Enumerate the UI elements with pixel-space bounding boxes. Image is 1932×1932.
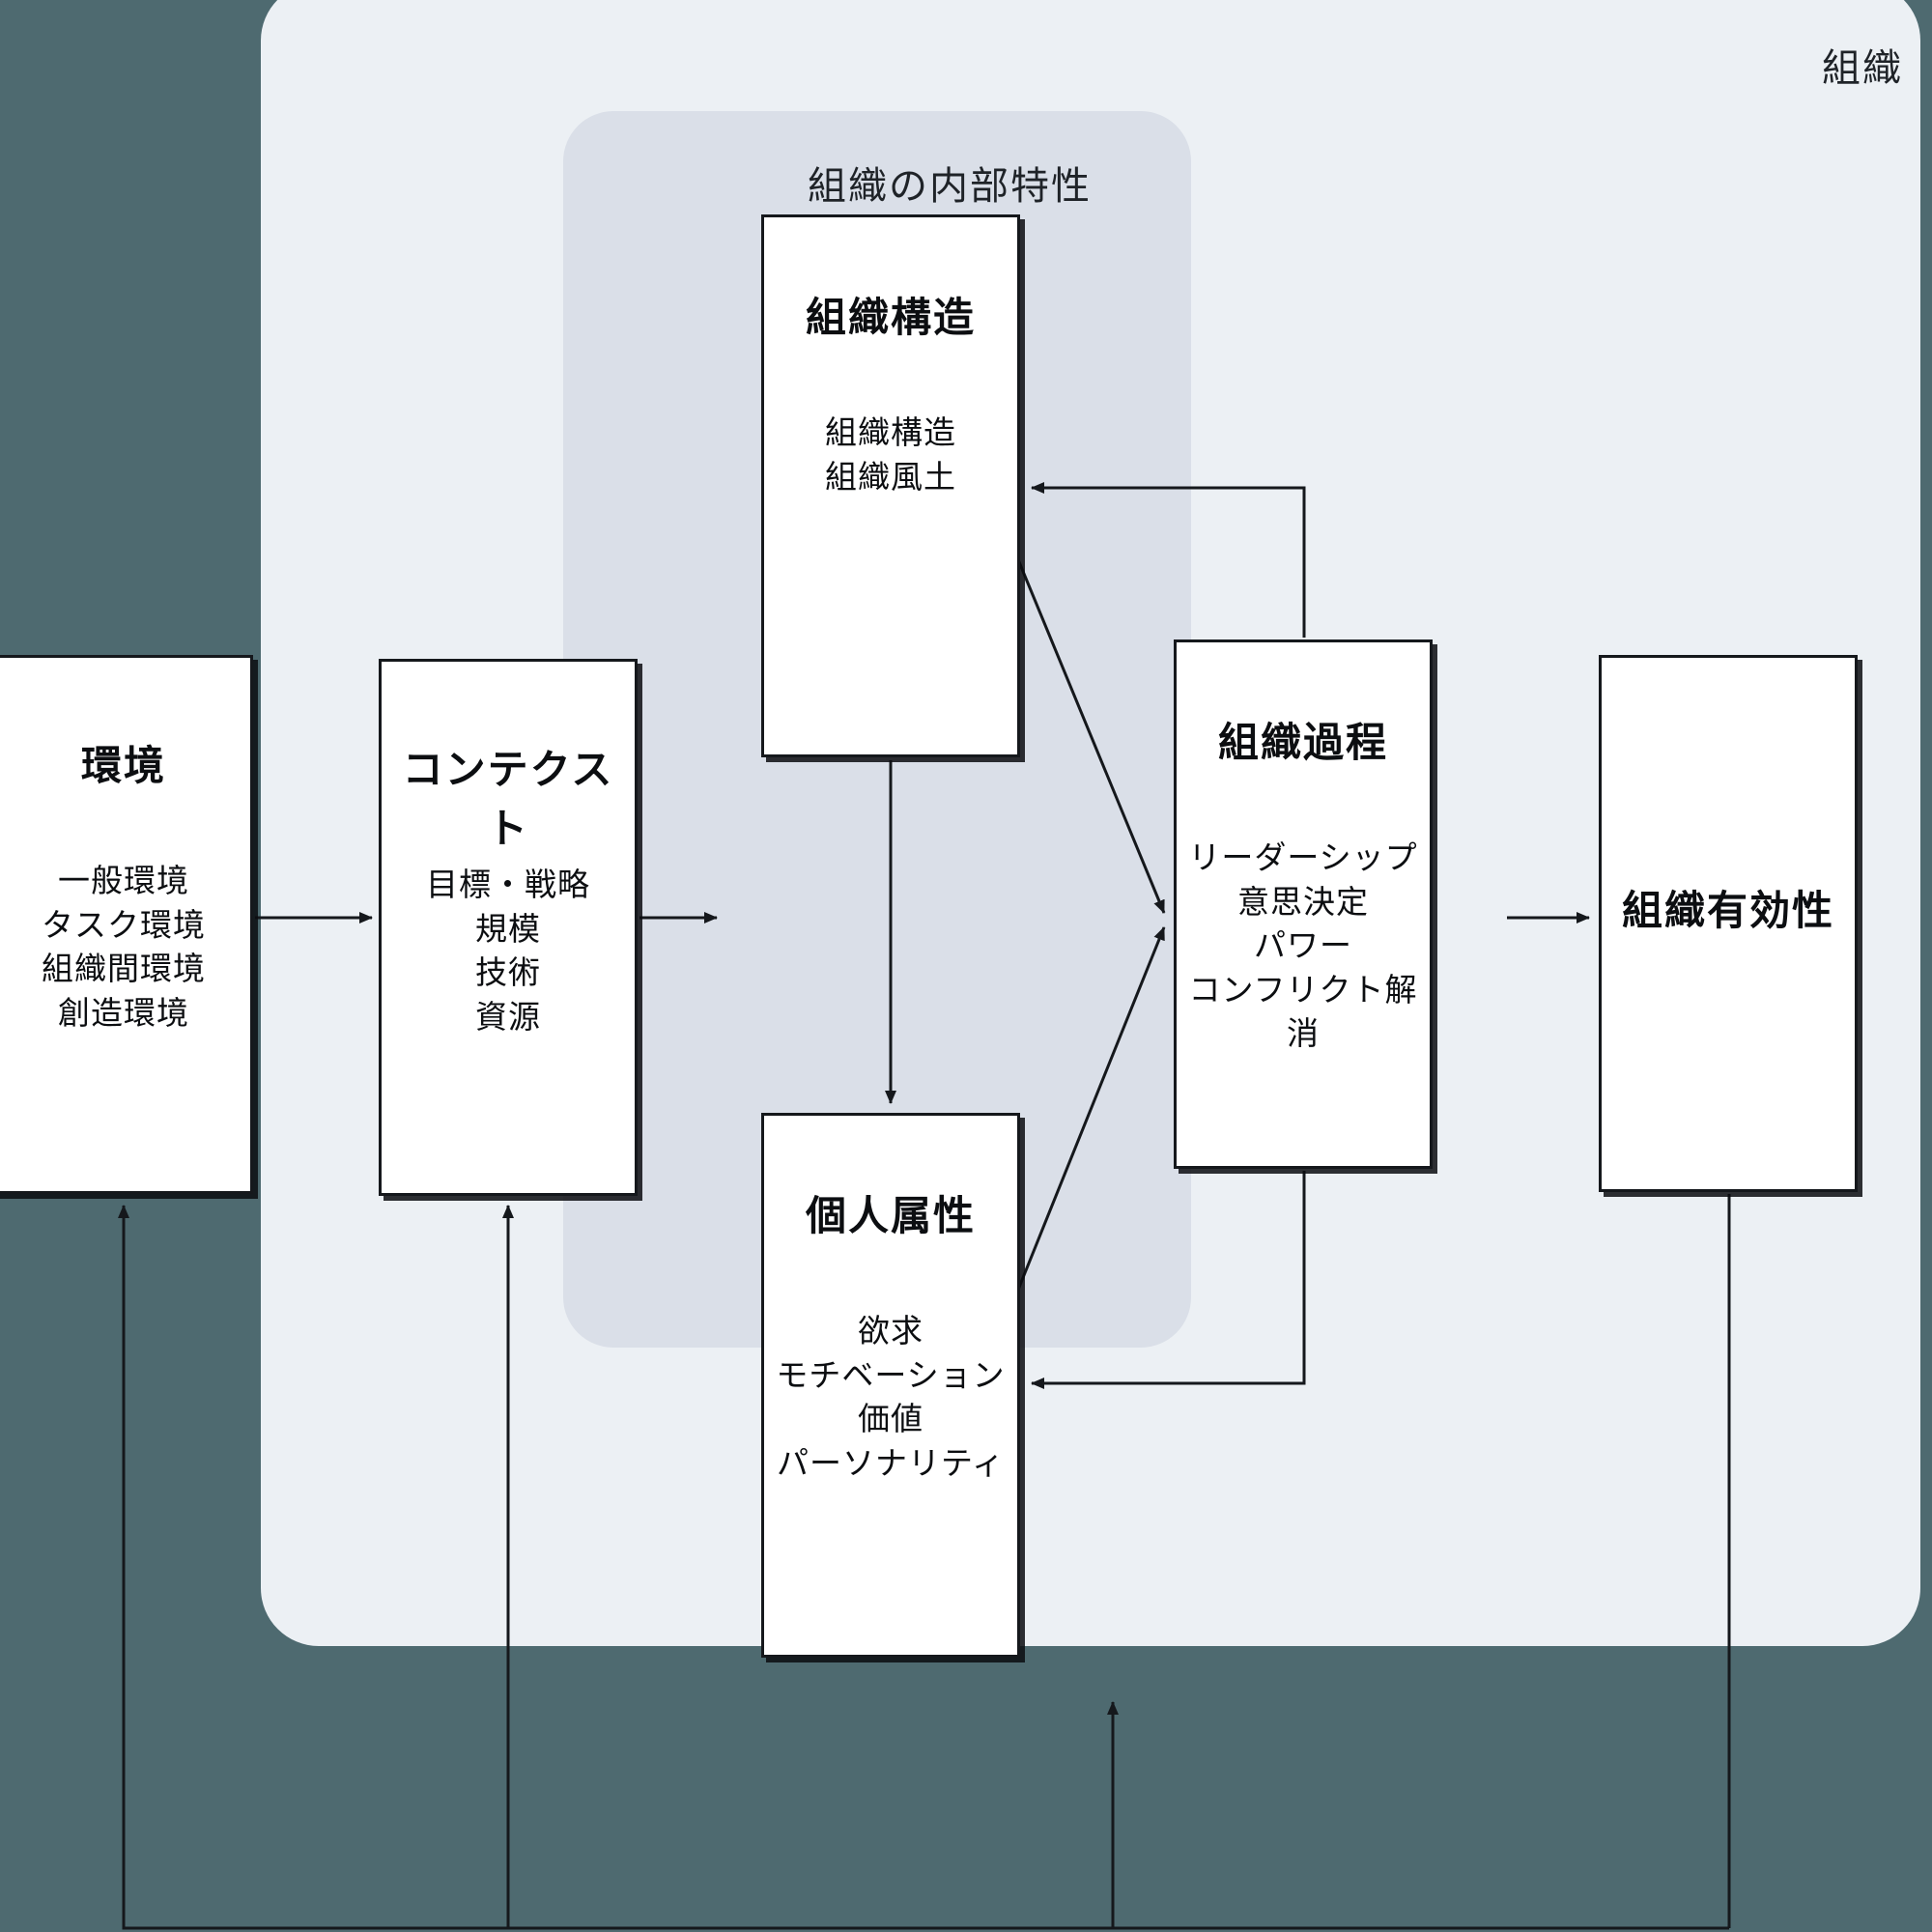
edge-process-to-individual-feedback bbox=[1031, 1171, 1306, 1389]
node-organizational-process[interactable]: 組織過程 リーダーシップ意思決定パワーコンフリクト解消 bbox=[1174, 639, 1433, 1169]
node-item: 組織間環境 bbox=[42, 950, 206, 988]
node-organizational-structure-items: 組織構造組織風土 bbox=[764, 411, 1017, 498]
node-item: 欲求 bbox=[858, 1312, 923, 1350]
node-item: 一般環境 bbox=[58, 862, 189, 899]
node-item: パワー bbox=[1254, 926, 1352, 965]
node-environment[interactable]: 環境 一般環境タスク環境組織間環境創造環境 bbox=[0, 655, 253, 1194]
node-item: 規模 bbox=[475, 909, 541, 948]
node-item: 技術 bbox=[475, 953, 541, 992]
node-item: 目標・戦略 bbox=[426, 866, 590, 903]
node-item: リーダーシップ bbox=[1188, 838, 1418, 876]
node-organizational-structure[interactable]: 組織構造 組織構造組織風土 bbox=[761, 214, 1020, 757]
node-context[interactable]: コンテクスト 目標・戦略規模技術資源 bbox=[379, 659, 638, 1196]
edge-feedback-to-internal bbox=[1107, 1701, 1729, 1930]
node-context-items: 目標・戦略規模技術資源 bbox=[382, 863, 635, 1038]
node-item: 資源 bbox=[475, 997, 541, 1036]
node-organizational-effectiveness-title: 組織有効性 bbox=[1621, 887, 1834, 934]
node-environment-title: 環境 bbox=[80, 742, 166, 789]
node-item: 組織構造 bbox=[825, 413, 956, 451]
node-organizational-process-title: 組織過程 bbox=[1217, 719, 1388, 766]
internal-characteristics-label: 組織の内部特性 bbox=[808, 164, 1092, 209]
node-organizational-process-items: リーダーシップ意思決定パワーコンフリクト解消 bbox=[1177, 836, 1430, 1056]
node-item: 創造環境 bbox=[58, 993, 189, 1032]
node-organizational-effectiveness[interactable]: 組織有効性 bbox=[1599, 655, 1858, 1192]
edge-process-to-structure-feedback bbox=[1031, 482, 1306, 638]
organization-label: 組織 bbox=[1822, 46, 1903, 91]
node-organizational-structure-title: 組織構造 bbox=[805, 294, 976, 341]
node-item: タスク環境 bbox=[42, 905, 206, 944]
node-item: 組織風土 bbox=[825, 457, 956, 496]
edge-structure-to-process bbox=[1009, 540, 1166, 914]
node-individual-attributes-title: 個人属性 bbox=[805, 1192, 976, 1239]
node-environment-items: 一般環境タスク環境組織間環境創造環境 bbox=[0, 859, 250, 1035]
node-context-title: コンテクスト bbox=[402, 746, 614, 852]
node-individual-attributes[interactable]: 個人属性 欲求モチベーション価値パーソナリティ bbox=[761, 1113, 1020, 1658]
edge-individual-to-process bbox=[1012, 926, 1166, 1300]
node-individual-attributes-items: 欲求モチベーション価値パーソナリティ bbox=[764, 1309, 1017, 1485]
edge-feedback-to-environment bbox=[118, 1205, 508, 1930]
node-item: 価値 bbox=[858, 1400, 923, 1438]
node-item: モチベーション bbox=[776, 1355, 1006, 1394]
node-item: 意思決定 bbox=[1237, 882, 1369, 921]
node-item: コンフリクト解消 bbox=[1188, 970, 1418, 1053]
node-item: パーソナリティ bbox=[776, 1443, 1006, 1482]
